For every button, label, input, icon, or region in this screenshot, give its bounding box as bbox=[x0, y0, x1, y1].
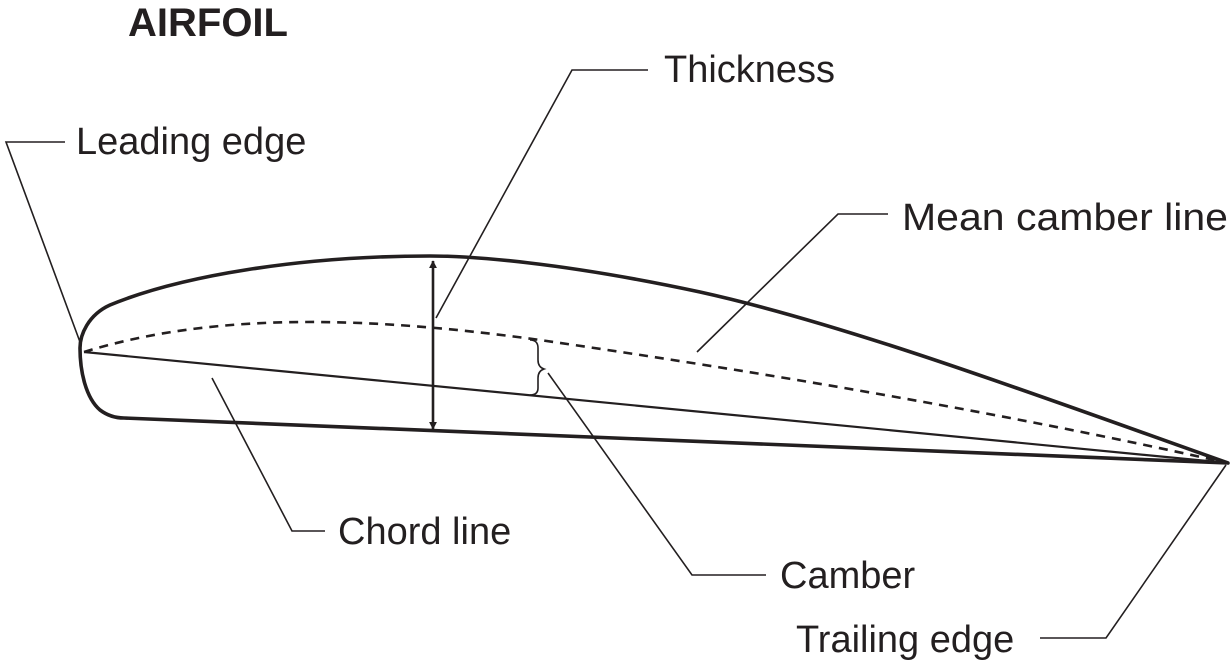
camber-brace bbox=[529, 339, 547, 396]
thickness-label: Thickness bbox=[664, 49, 835, 91]
camber-leader bbox=[547, 372, 766, 576]
leading-edge-label: Leading edge bbox=[76, 121, 306, 163]
mean-camber-line bbox=[83, 320, 1229, 465]
thickness-leader bbox=[435, 69, 648, 319]
airfoil-outline bbox=[78, 254, 1230, 465]
chord-line bbox=[83, 350, 1229, 465]
mean-camber-leader bbox=[696, 213, 888, 353]
trailing-edge-leader bbox=[1040, 464, 1227, 639]
chord-line-label: Chord line bbox=[338, 511, 511, 553]
mean-camber-line-label: Mean camber line bbox=[902, 197, 1228, 239]
chord-leader bbox=[211, 377, 325, 532]
camber-label: Camber bbox=[780, 555, 915, 597]
diagram-title: AIRFOIL bbox=[128, 1, 288, 45]
trailing-edge-label: Trailing edge bbox=[796, 619, 1014, 661]
leading-edge-leader bbox=[4, 141, 81, 343]
